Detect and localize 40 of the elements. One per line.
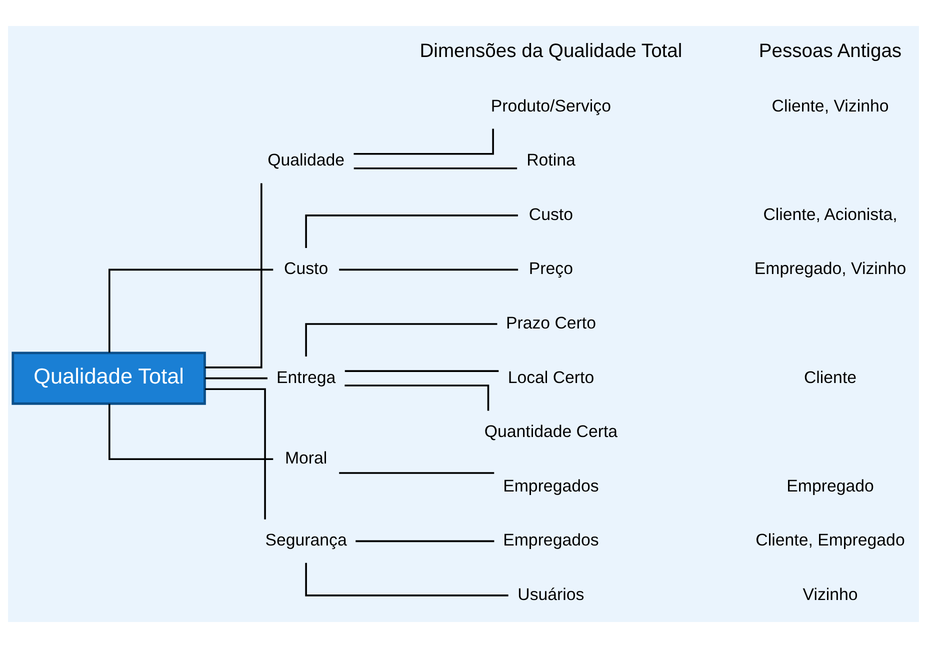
node-text: Prazo Certo [506, 313, 596, 332]
label: Vizinho [802, 584, 858, 604]
connector [205, 183, 262, 368]
connector [344, 370, 499, 372]
connector [205, 377, 268, 380]
node-text: Empregados [503, 476, 599, 496]
label: Dimensões da Qualidade Total [420, 41, 682, 62]
connector [305, 323, 498, 357]
node-text: Custo [284, 259, 328, 278]
connector [305, 214, 518, 248]
node-box: Qualidade Total [12, 352, 206, 405]
connector [356, 540, 494, 542]
label: Cliente [804, 368, 857, 387]
connector [339, 268, 518, 271]
node-text: Preço [528, 259, 574, 278]
connector [344, 384, 490, 411]
label: Empregado, Vizinho [754, 259, 906, 278]
connector [354, 167, 518, 170]
node-text: Usuários [518, 584, 584, 604]
node-text: Custo [528, 204, 574, 224]
connector [108, 404, 274, 460]
node-text: Rotina [526, 150, 576, 170]
label: Cliente, Empregado [756, 530, 905, 550]
node-text: Entrega [276, 368, 336, 387]
label: Pessoas Antigas [758, 41, 902, 62]
label: Cliente, Acionista, [763, 204, 898, 224]
connector [339, 472, 494, 474]
node-text: Produto/Serviço [490, 96, 611, 116]
node-text: Segurança [265, 530, 347, 550]
label: Cliente, Vizinho [772, 96, 889, 116]
connector [205, 388, 266, 520]
node-text: Empregados [503, 530, 599, 550]
node-text: Local Certo [508, 368, 594, 387]
node-text: Qualidade [268, 150, 345, 170]
node-text: Moral [284, 448, 328, 468]
label: Empregado [786, 476, 874, 496]
connector [354, 128, 494, 155]
connector [108, 268, 274, 353]
connector [305, 562, 508, 596]
node-text: Quantidade Certa [484, 422, 618, 442]
